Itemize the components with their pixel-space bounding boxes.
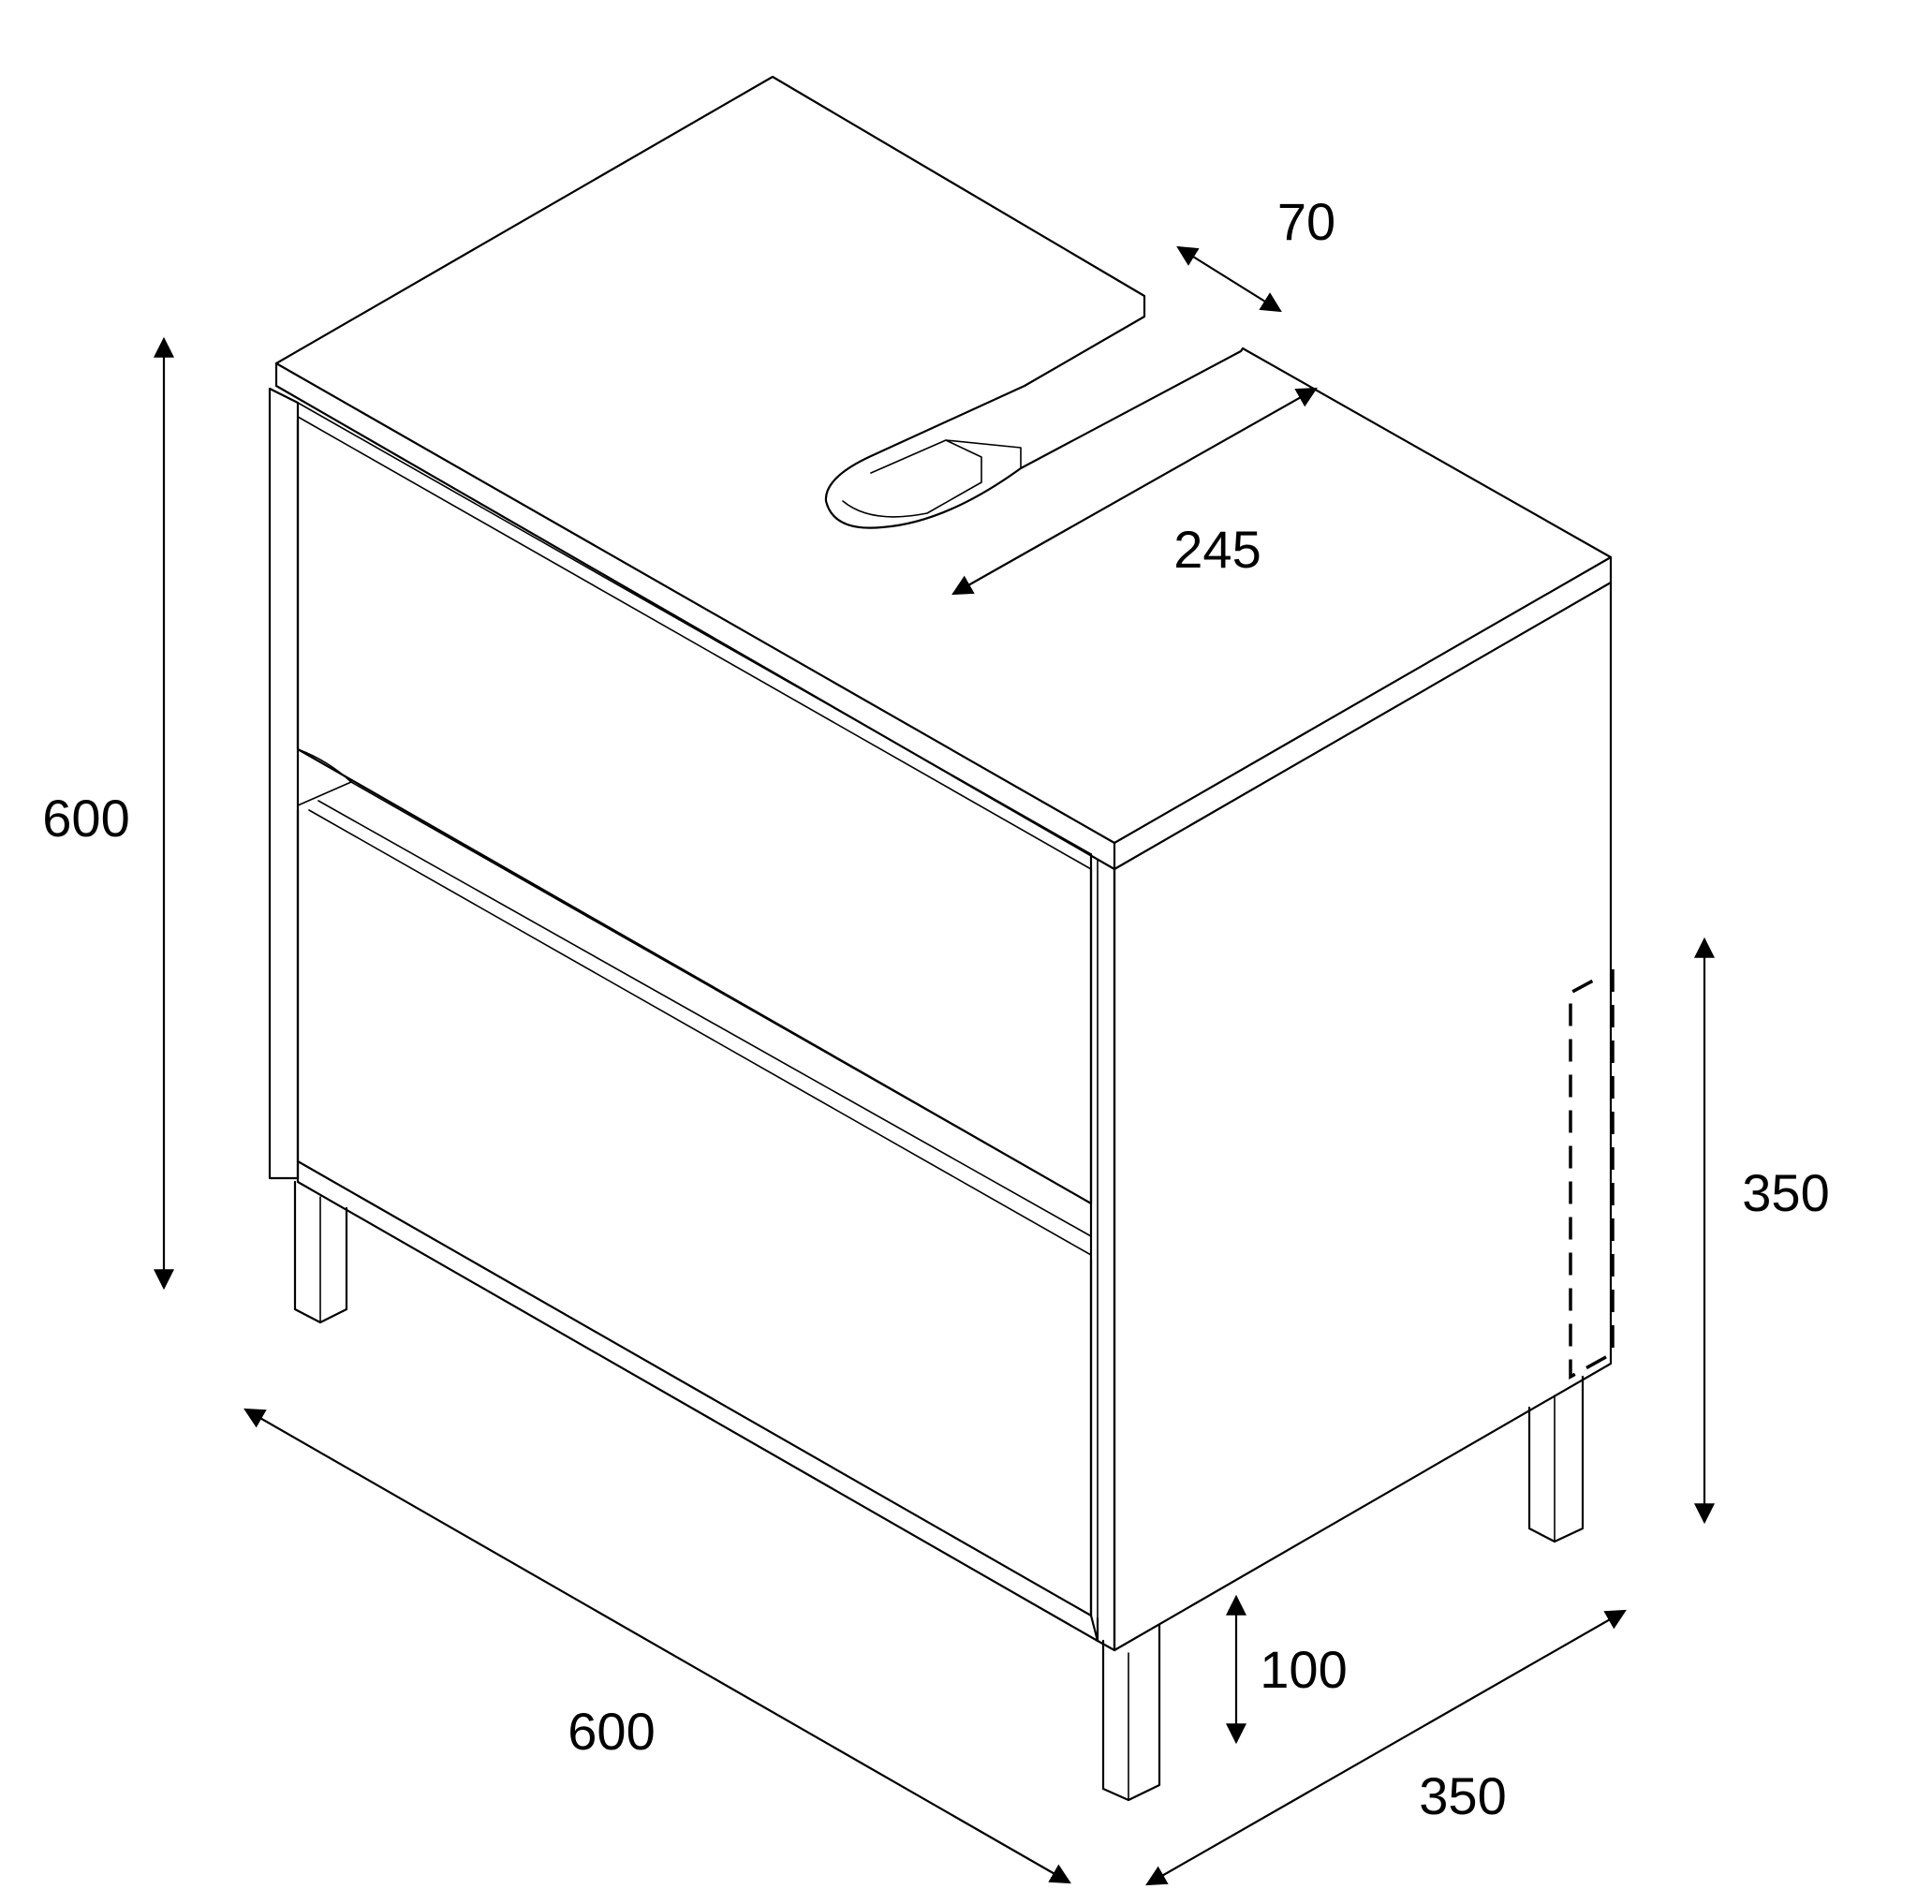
front-right-stile [1089,852,1116,1652]
right-side-panel [1113,581,1613,1652]
label-height-total: 600 [42,789,129,848]
dimension-labels: 600 600 350 70 245 350 100 [42,192,1829,1825]
upper-drawer-front [296,418,1093,1205]
dim-line-cutout-depth [1176,245,1282,313]
countertop-front-edge [274,362,1116,871]
dimension-lines [154,245,1715,1886]
countertop-top-face [274,75,1613,845]
left-side-panel [268,387,300,1180]
label-cutout-width: 245 [1173,520,1261,579]
bottom-plinth [296,1159,1099,1643]
label-leg-height: 100 [1260,1640,1347,1699]
dim-line-depth-side [1145,1609,1627,1886]
dim-line-cutout-width [951,387,1318,596]
dim-line-width-front [243,1408,1071,1884]
label-depth-side: 350 [1419,1766,1506,1825]
lower-drawer-front [296,808,1093,1617]
back-right-leg [1527,1375,1585,1543]
siphon-recess-dashed [1569,969,1615,1380]
cabinet-outline [268,75,1615,1802]
countertop-side-edge [1113,555,1613,871]
label-cutout-depth: 70 [1277,192,1335,251]
front-right-leg [1101,1623,1161,1802]
label-width-front: 600 [568,1702,655,1761]
label-siphon-height: 350 [1742,1163,1829,1222]
